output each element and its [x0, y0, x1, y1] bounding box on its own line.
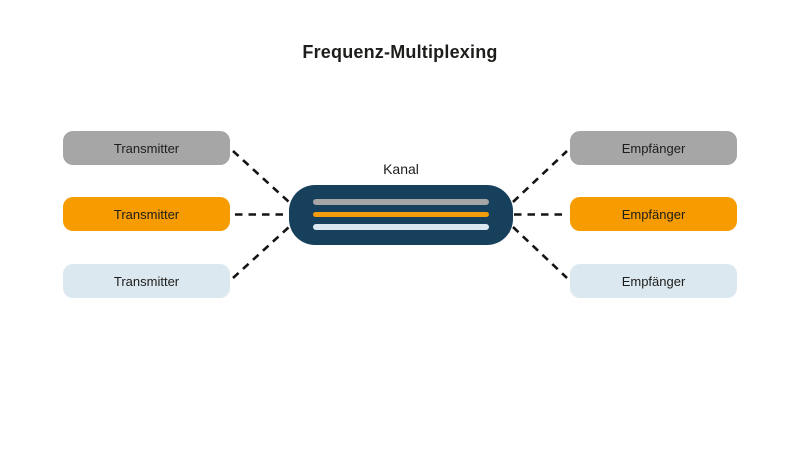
transmitter-label-2: Transmitter — [113, 206, 180, 222]
receiver-box-3: Empfänger — [570, 264, 737, 298]
transmitter-box-2: Transmitter — [63, 197, 230, 231]
diagram-title: Frequenz-Multiplexing — [302, 42, 498, 62]
transmitter-box-1: Transmitter — [63, 131, 230, 165]
receiver-label-2: Empfänger — [621, 206, 686, 222]
receiver-label-1: Empfänger — [621, 140, 686, 156]
connector-transmitter-1-to-channel — [232, 150, 290, 203]
channel-pipe — [289, 185, 513, 245]
connector-transmitter-3-to-channel — [232, 226, 290, 279]
channel-stream-orange — [313, 211, 489, 217]
transmitter-box-3: Transmitter — [63, 264, 230, 298]
transmitter-label-1: Transmitter — [113, 140, 180, 156]
receiver-label-3: Empfänger — [621, 273, 686, 289]
connector-channel-to-receiver-3 — [512, 226, 568, 279]
transmitter-label-3: Transmitter — [113, 273, 180, 289]
receiver-box-1: Empfänger — [570, 131, 737, 165]
channel-label: Kanal — [383, 161, 419, 177]
channel-stream-light — [313, 224, 489, 230]
receiver-box-2: Empfänger — [570, 197, 737, 231]
channel-stream-gray — [313, 199, 489, 205]
connector-channel-to-receiver-1 — [512, 150, 568, 203]
